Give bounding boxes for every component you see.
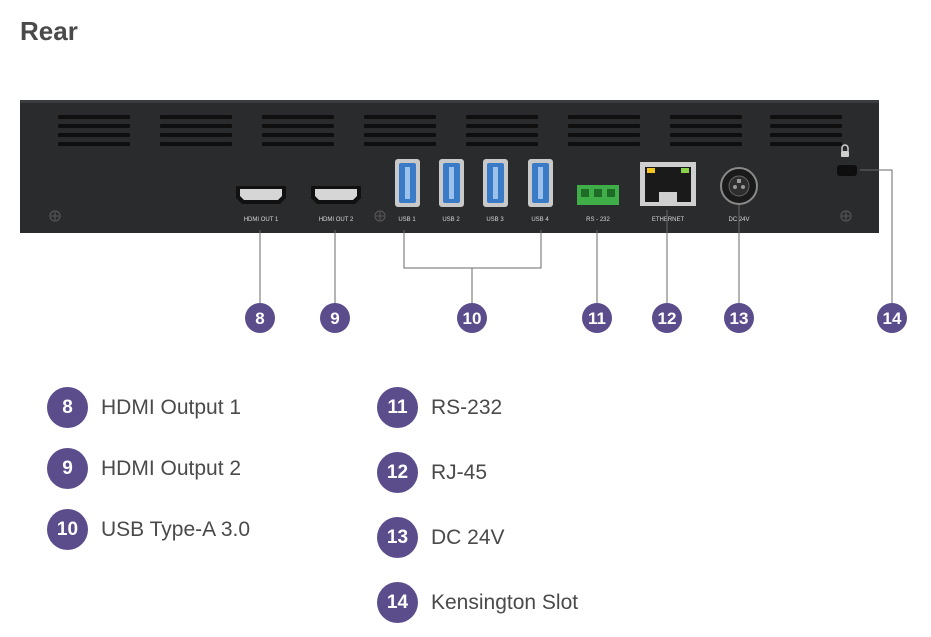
ethernet-label: ETHERNET <box>652 217 685 223</box>
callout-badge-8: 8 <box>245 303 275 333</box>
legend-badge: 9 <box>47 448 88 489</box>
dc-power-jack-icon <box>720 167 758 205</box>
callout-number: 14 <box>883 309 902 328</box>
hdmi-out-2-label: HDMI OUT 2 <box>319 217 354 223</box>
legend-badge: 11 <box>377 387 418 428</box>
callout-badge-10: 10 <box>457 303 487 333</box>
callout-number: 8 <box>255 309 264 328</box>
hdmi-port-icon <box>311 186 361 204</box>
hdmi-port-icon <box>236 186 286 204</box>
usb-port-icon <box>439 159 464 207</box>
legend-item: 10 USB Type-A 3.0 <box>47 509 250 550</box>
legend-badge: 12 <box>377 452 418 493</box>
device-top-edge <box>20 100 879 103</box>
usb-4-label: USB 4 <box>531 217 549 223</box>
callout-badge-12: 12 <box>652 303 682 333</box>
legend-item: 14 Kensington Slot <box>377 582 578 623</box>
legend-label: RJ-45 <box>431 460 488 484</box>
hdmi-out-1-label: HDMI OUT 1 <box>244 217 279 223</box>
callout-badge-11: 11 <box>582 303 612 333</box>
usb-port-icon <box>483 159 508 207</box>
terminal-block-icon <box>577 185 619 205</box>
callout-leader-lines <box>259 169 893 304</box>
usb-2-label: USB 2 <box>442 217 460 223</box>
vent-slots <box>58 115 842 146</box>
legend-item: 13 DC 24V <box>377 517 505 558</box>
legend-label: HDMI Output 1 <box>101 395 242 419</box>
legend-item: 9 HDMI Output 2 <box>47 448 241 489</box>
rs-232-label: RS - 232 <box>586 217 610 223</box>
callout-number: 13 <box>730 309 749 328</box>
legend-item: 11 RS-232 <box>377 387 502 428</box>
legend-badge: 13 <box>377 517 418 558</box>
callout-number: 10 <box>463 309 482 328</box>
legend-label: Kensington Slot <box>431 590 579 614</box>
usb-port-icon <box>528 159 553 207</box>
legend-badge: 14 <box>377 582 418 623</box>
legend-label: HDMI Output 2 <box>101 456 242 480</box>
usb-port-icon <box>395 159 420 207</box>
legend-label: RS-232 <box>431 395 503 419</box>
page-title: Rear <box>20 16 78 46</box>
legend-badge: 8 <box>47 387 88 428</box>
ethernet-port-icon <box>640 162 696 206</box>
kensington-slot <box>837 165 857 176</box>
callout-badge-14: 14 <box>877 303 907 333</box>
usb-1-label: USB 1 <box>398 217 416 223</box>
legend-label: DC 24V <box>431 525 505 549</box>
legend-label: USB Type-A 3.0 <box>101 517 251 541</box>
callout-number: 12 <box>658 309 677 328</box>
callout-number: 9 <box>330 309 339 328</box>
callout-badge-9: 9 <box>320 303 350 333</box>
legend-item: 8 HDMI Output 1 <box>47 387 241 428</box>
usb-3-label: USB 3 <box>486 217 504 223</box>
callout-number: 11 <box>588 309 606 328</box>
legend-item: 12 RJ-45 <box>377 452 487 493</box>
screw-icon <box>49 210 852 222</box>
legend-badge: 10 <box>47 509 88 550</box>
lock-icon <box>841 144 849 157</box>
callout-badge-13: 13 <box>724 303 754 333</box>
